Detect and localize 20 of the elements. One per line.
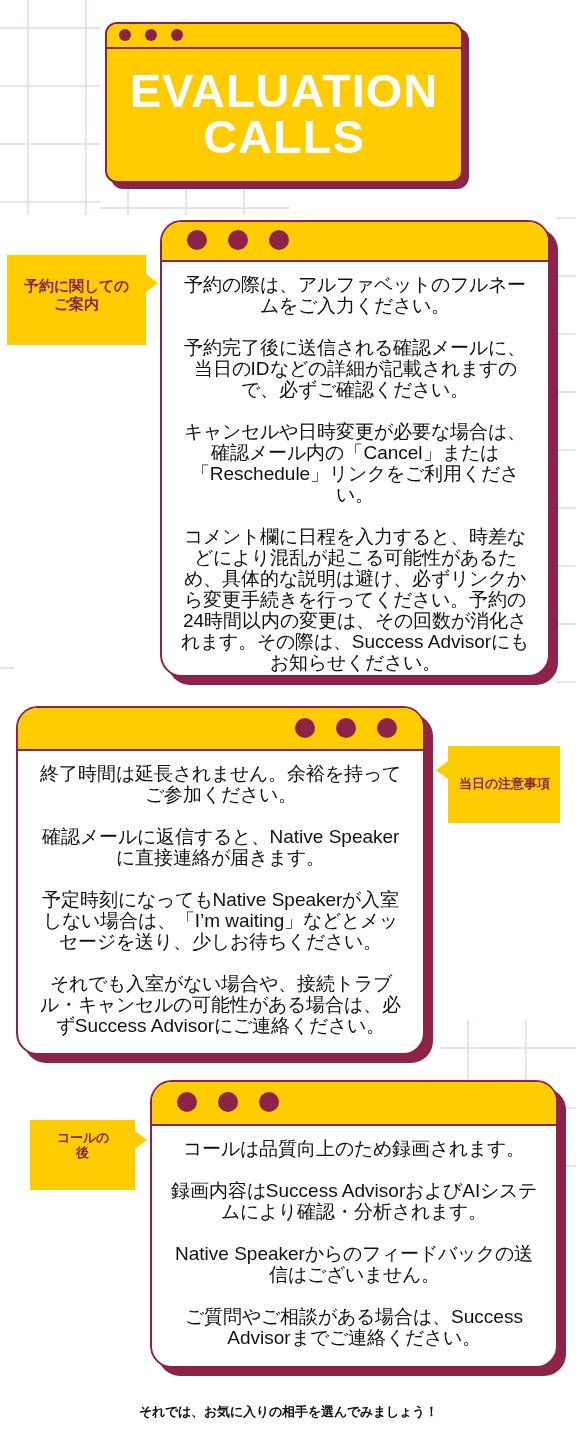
paragraph: 確認メールに返信すると、Native Speakerに直接連絡が届きます。	[40, 826, 401, 868]
paragraph: それでも入室がない場合や、接続トラブル・キャンセルの可能性がある場合は、必ずSuccess Advisorにご連絡ください。	[39, 973, 402, 1036]
paragraph: キャンセルや日時変更が必要な場合は、確認メール内の「Cancel」または「Reschedule」リンクをご利用ください。	[183, 421, 527, 505]
paragraph: コールは品質向上のため録画されます。	[182, 1138, 526, 1159]
paragraph: 予定時刻になってもNative Speakerが入室しない場合は、「I’m waiting」などとメッセージを送り、少しお待ちください。	[40, 889, 401, 952]
tag-label: 予約に関してのご案内	[23, 277, 130, 313]
tag-label: 当日の注意事項	[457, 776, 551, 791]
title: EVALUATION CALLS	[128, 68, 440, 160]
paragraph: 録画内容はSuccess AdvisorおよびAIシステムにより確認・分析されます。	[170, 1180, 538, 1222]
paragraph: コメント欄に日程を入力すると、時差などにより混乱が起こる可能性があるため、具体的な説明は避け、必ずリンクから変更手続きを行ってください。予約の24時間以内の変更は、その回数が消化されます。その際は、Success Advisorにもお知らせください。	[180, 526, 530, 673]
paragraph: 終了時間は延長されません。余裕を持ってご参加ください。	[39, 763, 402, 805]
callout-tag	[7, 255, 158, 345]
paragraph: Native Speakerからのフィードバックの送信はございません。	[174, 1243, 534, 1285]
paragraph: 予約の際は、アルファベットのフルネームをご入力ください。	[183, 274, 527, 316]
callout-tag	[436, 746, 560, 823]
paragraph: ご質問やご相談がある場合は、Success Advisorまでご連絡ください。	[184, 1306, 524, 1348]
callout-tag	[30, 1120, 147, 1190]
closing-note: それでは、お気に入りの相手を選んでみましょう！	[137, 1403, 439, 1421]
tag-label: コールの後	[55, 1130, 110, 1160]
paragraph: 予約完了後に送信される確認メールに、当日のIDなどの詳細が記載されますので、必ずご確認ください。	[183, 337, 527, 400]
